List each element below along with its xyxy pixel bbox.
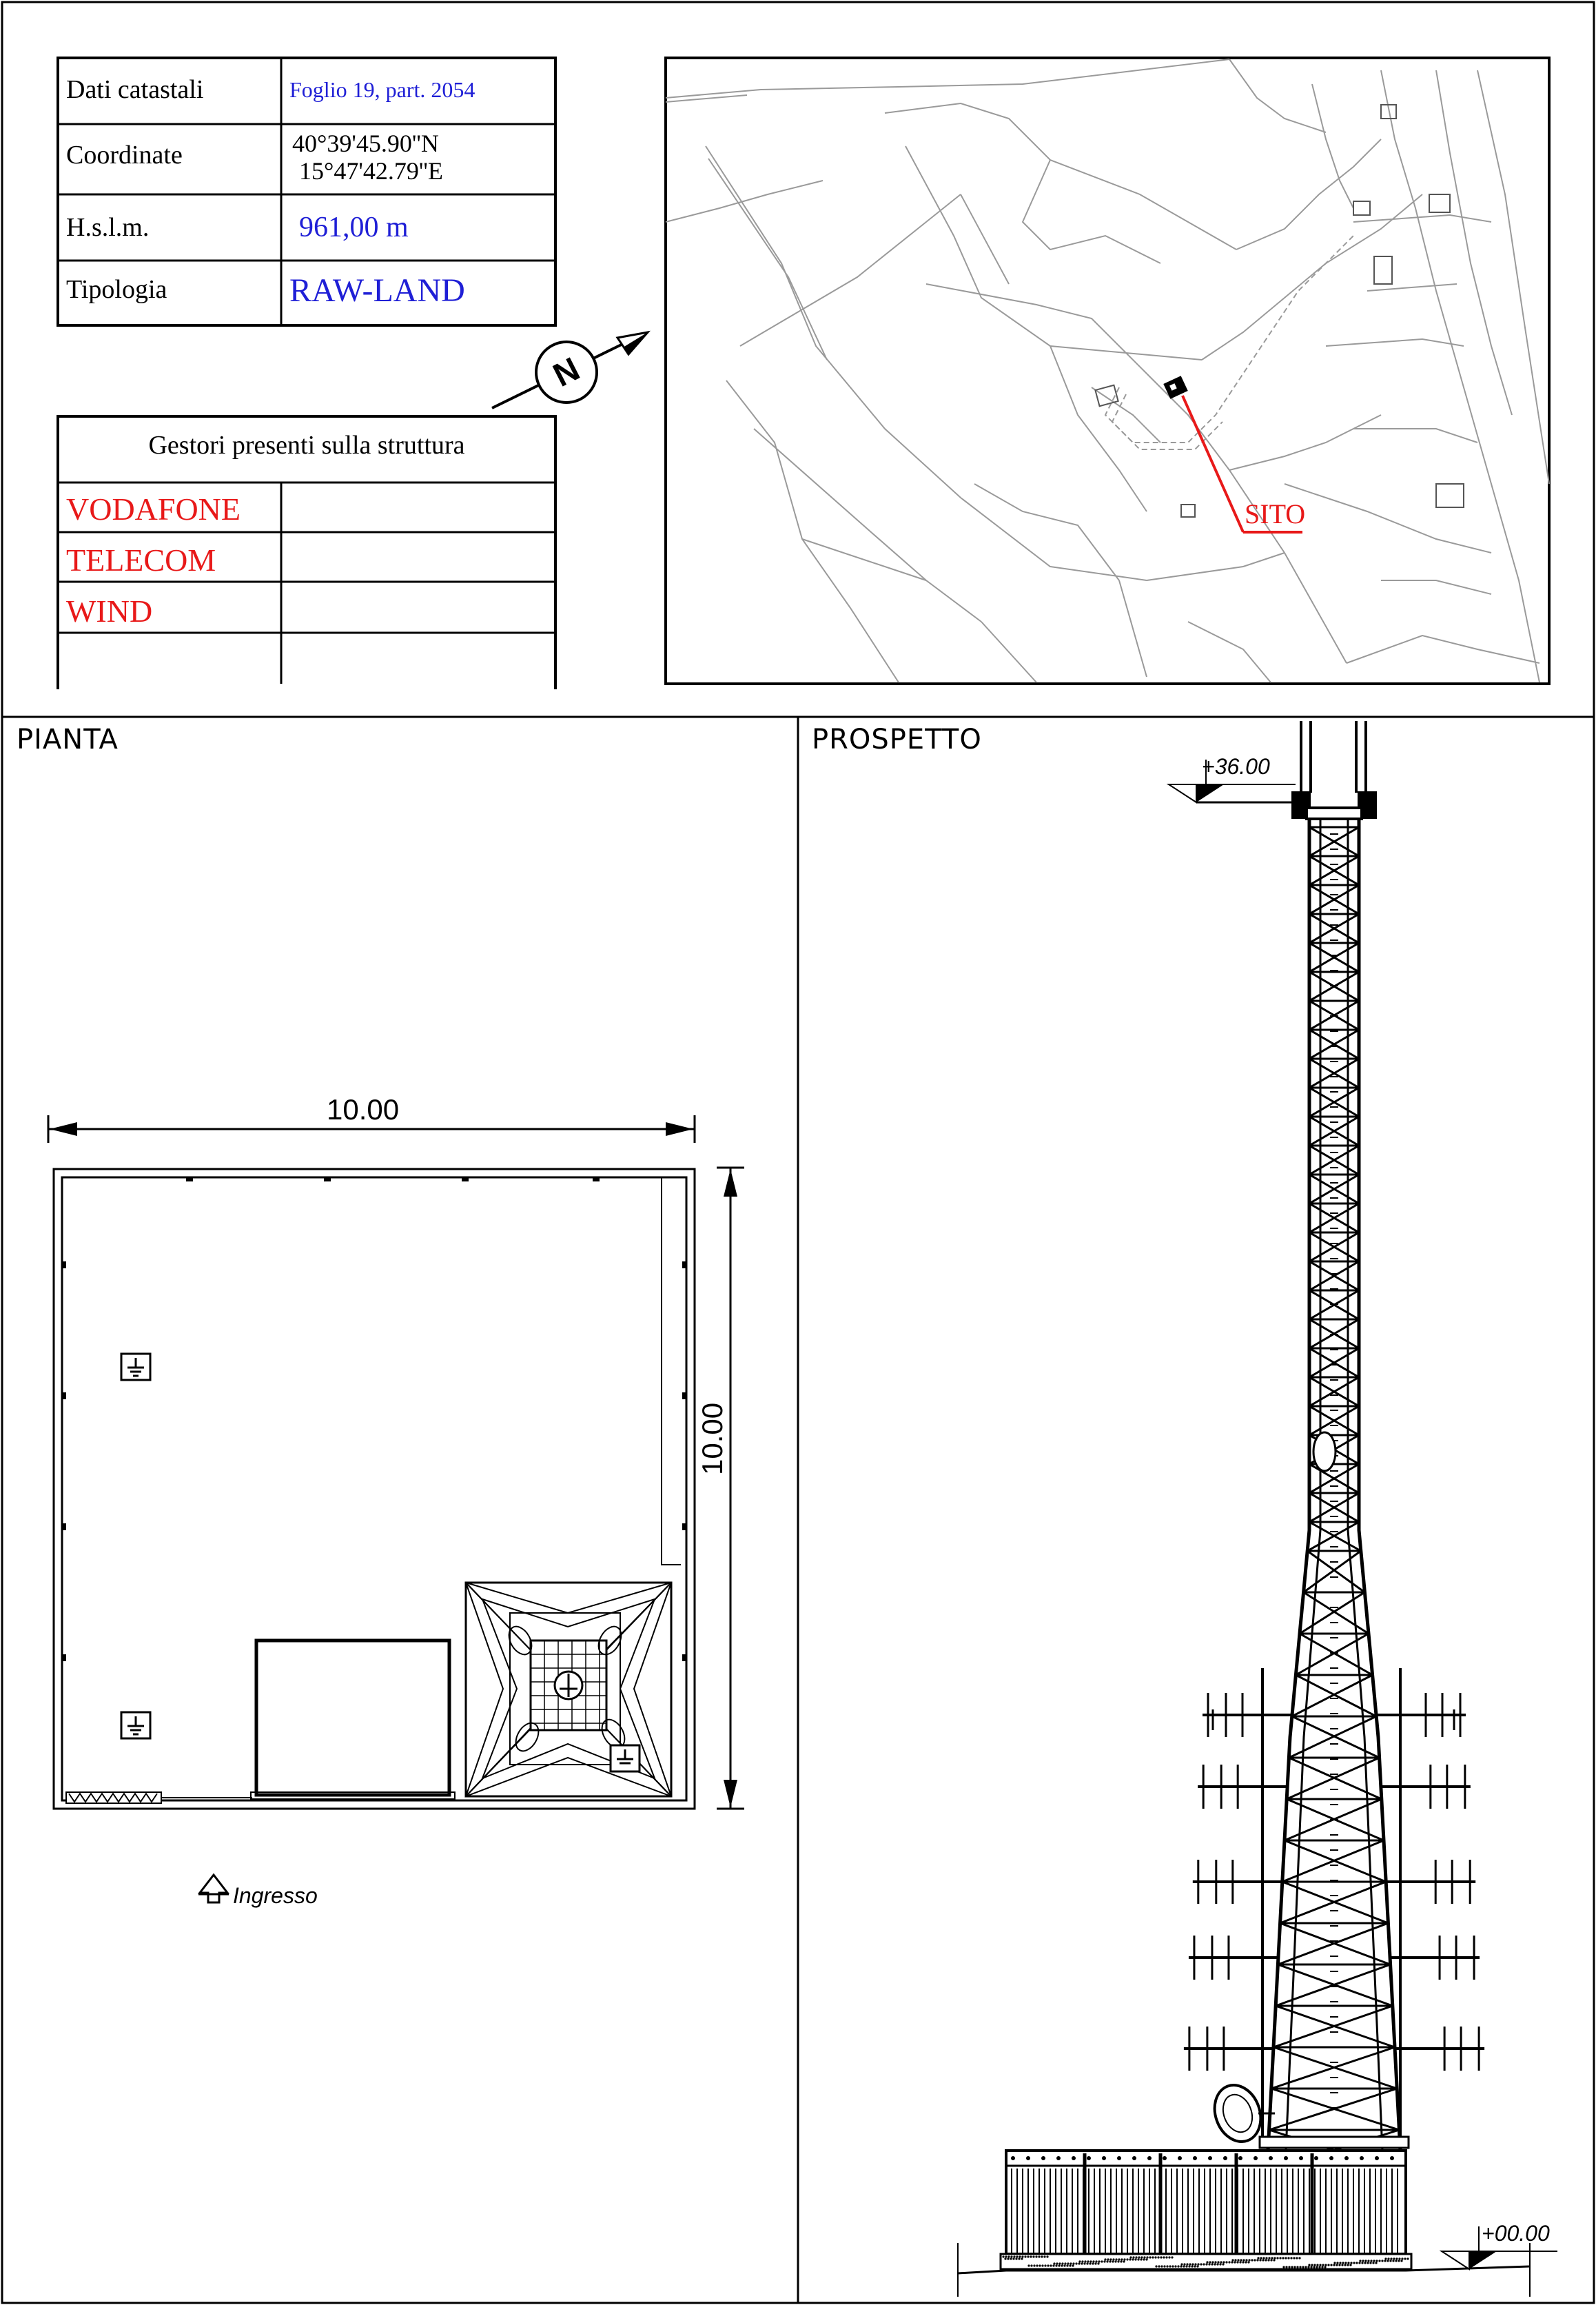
coordinates-label: Coordinate xyxy=(66,141,183,170)
north-arrow-icon: N xyxy=(491,330,651,409)
cadastral-data-label: Dati catastali xyxy=(66,75,204,104)
entrance-arrow-icon xyxy=(197,1873,230,1904)
microwave-dish-icon xyxy=(1213,2084,1275,2143)
latitude-value: 40°39'45.90''N xyxy=(292,130,439,157)
coordinates-value: 40°39'45.90''N 15°47'42.79''E xyxy=(292,130,443,185)
plan-height-dimension: 10.00 xyxy=(696,1402,728,1475)
cadastral-data-value: Foglio 19, part. 2054 xyxy=(289,77,475,102)
plan-title: PIANTA xyxy=(17,724,119,755)
earthing-icon xyxy=(609,1744,641,1773)
tower-elevation xyxy=(957,721,1557,2297)
ground-level-label: +00.00 xyxy=(1482,2221,1550,2246)
tower-plan-icon xyxy=(464,1581,673,1798)
earthing-icon xyxy=(120,1711,152,1740)
cadastral-map xyxy=(664,57,1551,685)
plan-drawing xyxy=(47,1115,744,1904)
plan-width-dimension: 10.00 xyxy=(327,1093,400,1126)
earthing-icon xyxy=(120,1352,152,1381)
entrance-label: Ingresso xyxy=(233,1883,318,1908)
typology-label: Tipologia xyxy=(66,275,167,304)
top-level-label: +36.00 xyxy=(1202,754,1270,779)
operators-table-title: Gestori presenti sulla struttura xyxy=(148,431,465,460)
operator-telecom: TELECOM xyxy=(66,542,216,578)
site-marker-icon xyxy=(1163,376,1188,399)
altitude-label: H.s.l.m. xyxy=(66,213,150,242)
longitude-value: 15°47'42.79''E xyxy=(299,157,443,185)
altitude-value: 961,00 m xyxy=(299,212,409,243)
operator-vodafone: VODAFONE xyxy=(66,491,241,527)
info-table xyxy=(57,57,557,327)
operators-table xyxy=(57,415,557,689)
site-label: SITO xyxy=(1245,498,1306,529)
typology-value: RAW-LAND xyxy=(289,272,465,309)
elevation-title: PROSPETTO xyxy=(812,724,982,755)
operator-wind: WIND xyxy=(66,593,153,629)
